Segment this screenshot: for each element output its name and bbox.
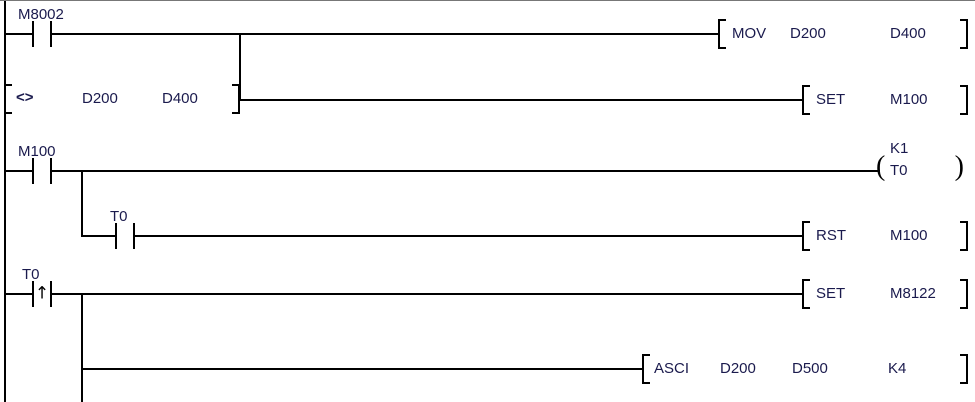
contact-bar-left xyxy=(32,21,34,47)
bracket-close-icon xyxy=(960,19,968,49)
contact-bar-left xyxy=(32,281,34,307)
contact-label-m8002: M8002 xyxy=(18,6,64,23)
bracket-close-icon xyxy=(960,85,968,115)
instruction-operand-1: D200 xyxy=(720,360,756,377)
contact-bar-left xyxy=(115,223,117,249)
bracket-open-icon xyxy=(642,354,650,384)
contact-label-m100: M100 xyxy=(18,143,56,160)
rung-6-wire xyxy=(81,368,644,370)
instruction-mnemonic: MOV xyxy=(732,25,767,42)
bracket-close-icon xyxy=(960,221,968,251)
instruction-mnemonic: SET xyxy=(816,91,846,108)
coil-t0[interactable]: ( T0 ) xyxy=(876,152,964,186)
instruction-compare-ne[interactable]: <> D200 D400 xyxy=(4,84,240,114)
contact-m100[interactable] xyxy=(32,158,52,184)
bracket-open-icon xyxy=(802,279,810,309)
instruction-operand-1: M100 xyxy=(890,91,928,108)
instruction-operand-3: K4 xyxy=(888,360,907,377)
instruction-mnemonic: SET xyxy=(816,285,846,302)
rung-2-wire xyxy=(239,99,804,101)
instruction-asci[interactable]: ASCI D200 D500 K4 xyxy=(642,354,968,384)
contact-t0-rising-edge[interactable]: ↑ xyxy=(32,281,52,307)
branch-rung1-to-rung2 xyxy=(239,33,241,101)
contact-bar-left xyxy=(32,158,34,184)
bracket-open-icon xyxy=(4,84,12,114)
contact-label-t0-rung4: T0 xyxy=(110,208,128,225)
branch-rung3-to-rung4 xyxy=(81,170,83,237)
contact-m8002[interactable] xyxy=(32,21,52,47)
contact-bar-right xyxy=(50,158,52,184)
instruction-operand-2: D400 xyxy=(890,25,926,42)
bracket-open-icon xyxy=(802,221,810,251)
left-power-rail xyxy=(4,1,6,402)
instruction-mnemonic: RST xyxy=(816,227,846,244)
rung-5-wire-left xyxy=(4,293,32,295)
instruction-operand-1: M8122 xyxy=(890,285,936,302)
coil-paren-left-icon: ( xyxy=(876,151,886,182)
instruction-mnemonic: ASCI xyxy=(654,360,690,377)
contact-t0-rung4[interactable] xyxy=(115,223,135,249)
instruction-operand-2: D500 xyxy=(792,360,828,377)
rung-1-wire-left xyxy=(4,33,32,35)
branch-rung5-to-rung6 xyxy=(81,293,83,402)
instruction-mov[interactable]: MOV D200 D400 xyxy=(718,19,968,49)
instruction-operand-1: M100 xyxy=(890,227,928,244)
compare-operand-2: D400 xyxy=(162,90,198,107)
contact-label-t0-rung5: T0 xyxy=(22,266,40,283)
coil-paren-right-icon: ) xyxy=(954,151,964,182)
contact-bar-right xyxy=(133,223,135,249)
rung-3-wire-left xyxy=(4,170,32,172)
contact-bar-right xyxy=(50,21,52,47)
rung-1-wire-right xyxy=(52,33,720,35)
rung-5-wire-right xyxy=(52,293,802,295)
coil-name-label: T0 xyxy=(890,162,908,179)
instruction-set-m100[interactable]: SET M100 xyxy=(802,85,968,115)
bracket-open-icon xyxy=(802,85,810,115)
compare-operand-1: D200 xyxy=(82,90,118,107)
rung-4-wire-left xyxy=(81,235,115,237)
compare-mnemonic: <> xyxy=(16,89,34,106)
bracket-close-icon xyxy=(960,279,968,309)
bracket-open-icon xyxy=(718,19,726,49)
bracket-close-icon xyxy=(960,354,968,384)
rung-4-wire-right xyxy=(135,235,802,237)
rung-3-wire-right xyxy=(52,170,880,172)
contact-bar-right xyxy=(50,281,52,307)
instruction-set-m8122[interactable]: SET M8122 xyxy=(802,279,968,309)
rising-edge-arrow-icon: ↑ xyxy=(34,283,50,304)
instruction-rst-m100[interactable]: RST M100 xyxy=(802,221,968,251)
instruction-operand-1: D200 xyxy=(790,25,826,42)
timer-preset-label-k1: K1 xyxy=(890,140,909,157)
